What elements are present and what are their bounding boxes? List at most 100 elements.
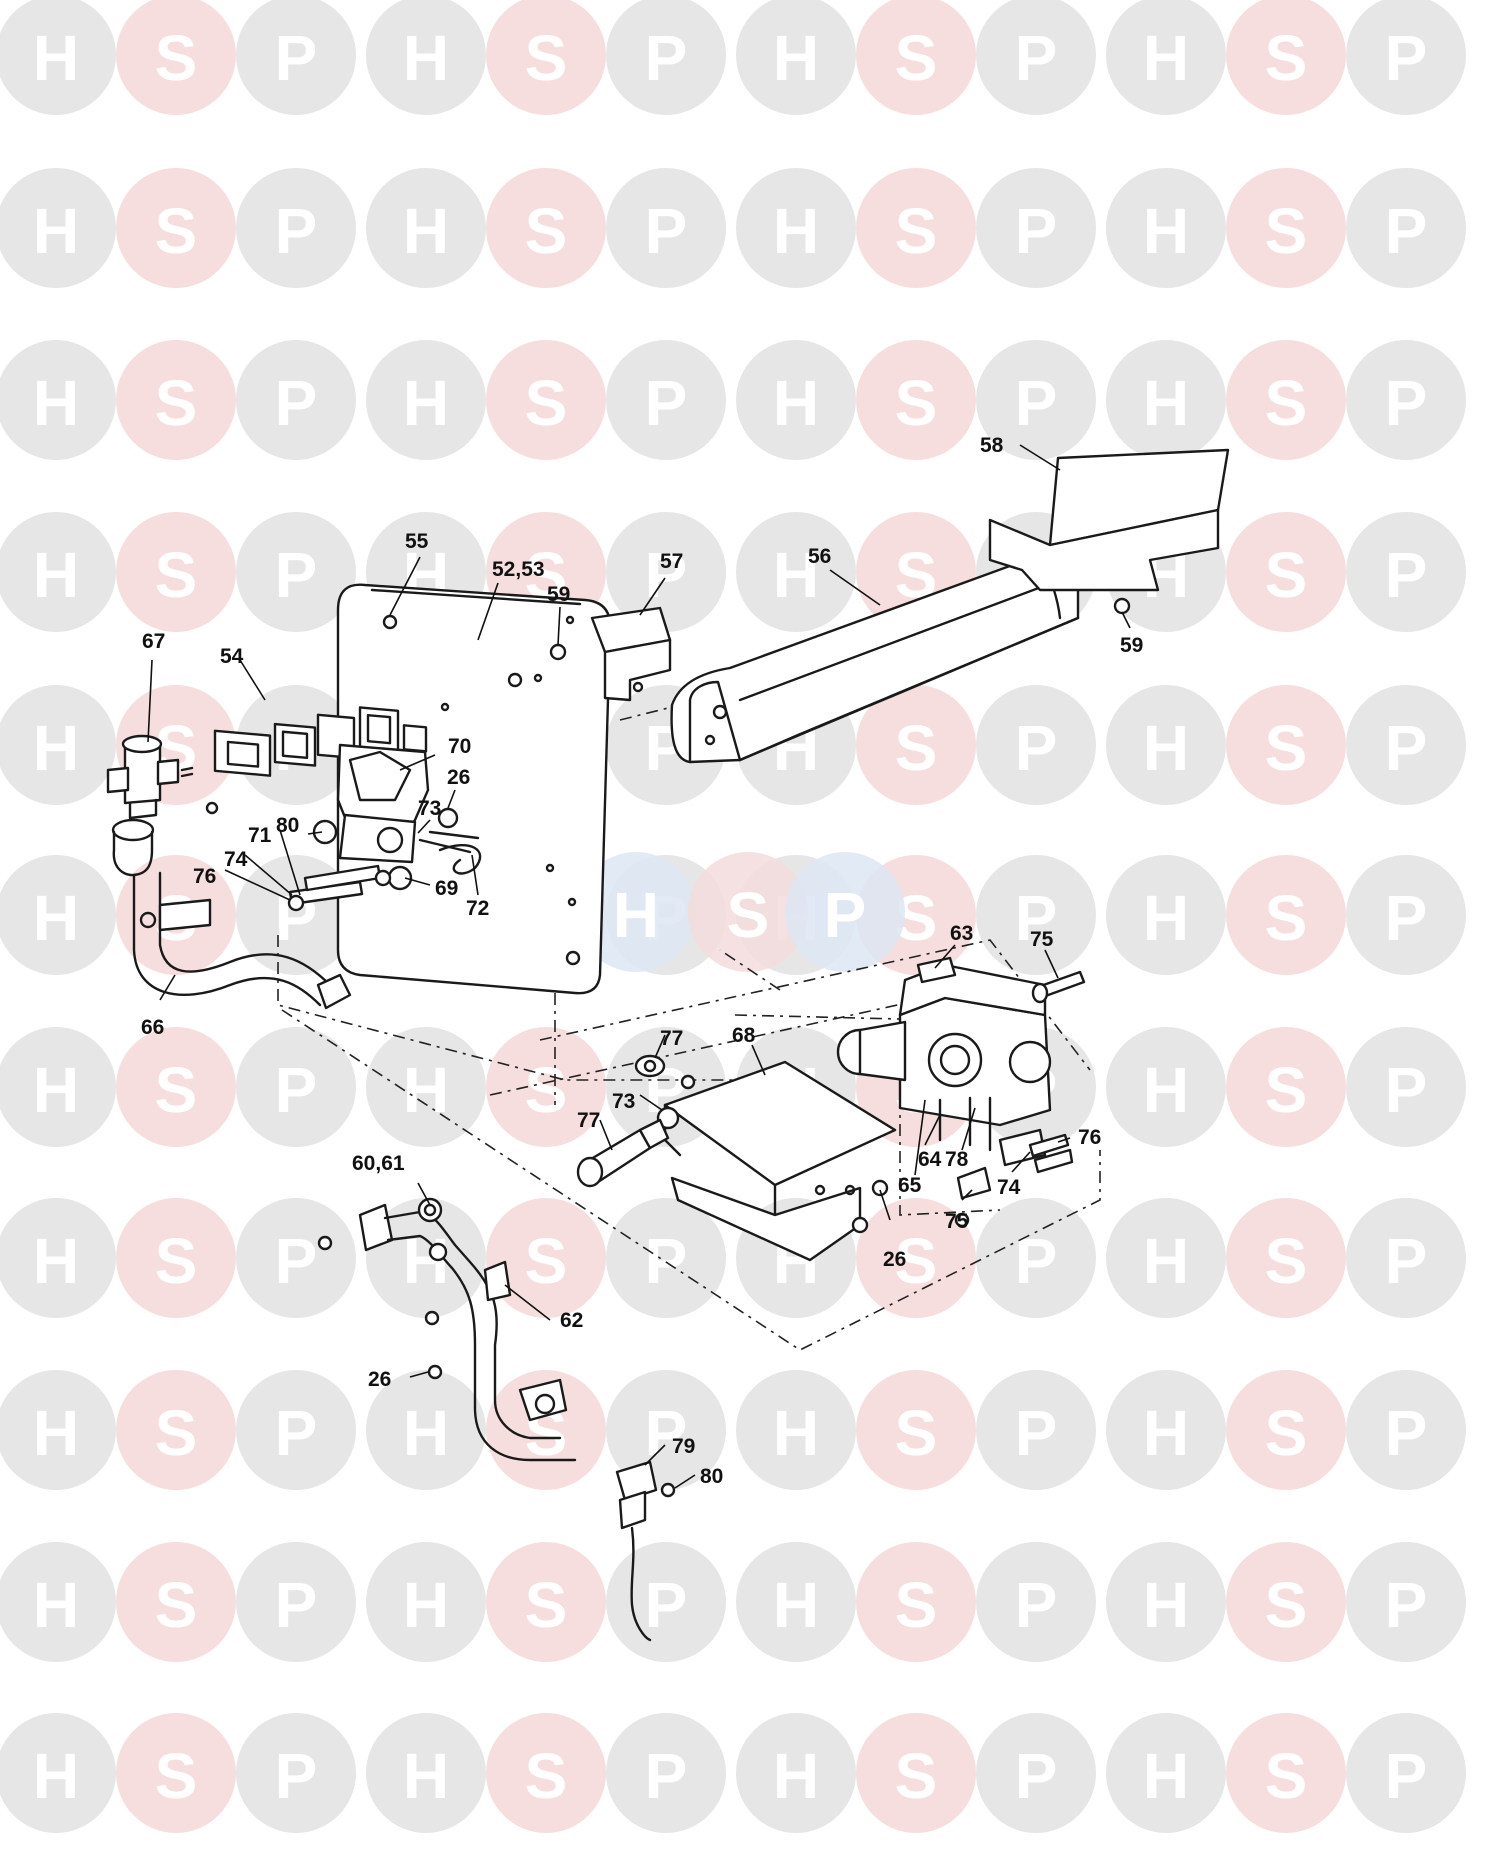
svg-text:S: S bbox=[895, 367, 938, 439]
watermark-logo-s: S bbox=[856, 0, 976, 115]
part-label: 65 bbox=[898, 1174, 922, 1197]
watermark-logo-s: S bbox=[1226, 685, 1346, 805]
watermark-logo-s: S bbox=[856, 340, 976, 460]
svg-text:S: S bbox=[525, 195, 568, 267]
watermark-logo-h: H bbox=[0, 1027, 116, 1147]
watermark-logo-p: P bbox=[236, 1027, 356, 1147]
svg-text:S: S bbox=[1265, 1740, 1308, 1812]
svg-text:S: S bbox=[155, 195, 198, 267]
svg-text:S: S bbox=[155, 1740, 198, 1812]
svg-text:H: H bbox=[403, 367, 449, 439]
part-label: 80 bbox=[276, 814, 299, 837]
svg-text:P: P bbox=[824, 879, 867, 951]
watermark-logo-s: S bbox=[486, 340, 606, 460]
part-label: 72 bbox=[466, 897, 489, 920]
svg-text:P: P bbox=[645, 1569, 688, 1641]
svg-text:P: P bbox=[1385, 367, 1428, 439]
watermark-logo-p: P bbox=[236, 168, 356, 288]
watermark-logo-p: P bbox=[976, 855, 1096, 975]
svg-text:P: P bbox=[1385, 712, 1428, 784]
watermark-logo-h: H bbox=[366, 0, 486, 115]
svg-text:S: S bbox=[1265, 195, 1308, 267]
part-label: 55 bbox=[405, 530, 429, 553]
watermark-center-logo-p: P bbox=[785, 852, 905, 972]
svg-text:P: P bbox=[275, 1740, 318, 1812]
part-label: 68 bbox=[732, 1024, 756, 1047]
valve-fittings bbox=[954, 970, 1086, 1228]
watermark-center-logo-s: S bbox=[688, 852, 808, 972]
watermark-logo-s: S bbox=[856, 1713, 976, 1833]
svg-text:P: P bbox=[1015, 1569, 1058, 1641]
part-label: 57 bbox=[660, 550, 683, 573]
watermark-logo-h: H bbox=[736, 1713, 856, 1833]
watermark-logo-h: H bbox=[1106, 0, 1226, 115]
watermark-logo-s: S bbox=[1226, 1370, 1346, 1490]
watermark-logo-h: H bbox=[0, 685, 116, 805]
svg-text:P: P bbox=[275, 367, 318, 439]
svg-text:H: H bbox=[1143, 1054, 1189, 1126]
svg-text:H: H bbox=[33, 882, 79, 954]
watermark-logo-s: S bbox=[486, 0, 606, 115]
svg-text:S: S bbox=[1265, 539, 1308, 611]
svg-text:S: S bbox=[155, 1054, 198, 1126]
watermark-logo-s: S bbox=[1226, 1198, 1346, 1318]
watermark-logo-p: P bbox=[976, 1713, 1096, 1833]
label-leaders bbox=[147, 444, 1131, 1489]
svg-text:P: P bbox=[1015, 1740, 1058, 1812]
svg-text:H: H bbox=[773, 1397, 819, 1469]
svg-text:P: P bbox=[1385, 539, 1428, 611]
watermark-logo-p: P bbox=[236, 1198, 356, 1318]
svg-text:P: P bbox=[1015, 195, 1058, 267]
gas-supply-pipe bbox=[111, 818, 352, 1010]
watermark-logo-h: H bbox=[1106, 1370, 1226, 1490]
watermark-logo-s: S bbox=[1226, 1542, 1346, 1662]
svg-text:P: P bbox=[1385, 1225, 1428, 1297]
watermark-logo-h: H bbox=[366, 168, 486, 288]
watermark-logo-p: P bbox=[1346, 685, 1466, 805]
svg-text:H: H bbox=[33, 712, 79, 784]
svg-text:S: S bbox=[895, 1569, 938, 1641]
watermark-logo-s: S bbox=[856, 1370, 976, 1490]
burner-bar bbox=[670, 552, 1080, 764]
watermark-logo-h: H bbox=[736, 340, 856, 460]
svg-text:P: P bbox=[1385, 195, 1428, 267]
svg-text:S: S bbox=[895, 22, 938, 94]
watermark-logo-s: S bbox=[1226, 1713, 1346, 1833]
svg-text:P: P bbox=[1385, 22, 1428, 94]
svg-text:H: H bbox=[33, 539, 79, 611]
watermark-logo-s: S bbox=[116, 1027, 236, 1147]
svg-text:P: P bbox=[645, 22, 688, 94]
svg-text:H: H bbox=[773, 1569, 819, 1641]
watermark-logo-p: P bbox=[1346, 1198, 1466, 1318]
watermark-logo-h: H bbox=[0, 855, 116, 975]
watermark-logo-p: P bbox=[606, 512, 726, 632]
gas-valve bbox=[836, 956, 1052, 1152]
svg-text:S: S bbox=[1265, 1569, 1308, 1641]
watermark-logo-p: P bbox=[606, 0, 726, 115]
watermark-logo-p: P bbox=[976, 0, 1096, 115]
svg-text:P: P bbox=[1015, 1225, 1058, 1297]
part-label: 66 bbox=[141, 1016, 164, 1039]
svg-text:H: H bbox=[773, 195, 819, 267]
svg-text:H: H bbox=[33, 1740, 79, 1812]
svg-text:P: P bbox=[1385, 1397, 1428, 1469]
svg-text:P: P bbox=[1015, 1397, 1058, 1469]
svg-text:H: H bbox=[33, 1569, 79, 1641]
svg-text:H: H bbox=[403, 195, 449, 267]
svg-text:P: P bbox=[275, 1569, 318, 1641]
watermark-logo-s: S bbox=[116, 1370, 236, 1490]
svg-text:S: S bbox=[525, 1054, 568, 1126]
svg-text:P: P bbox=[275, 1397, 318, 1469]
watermark-logo-h: H bbox=[736, 512, 856, 632]
svg-text:H: H bbox=[1143, 195, 1189, 267]
part-label: 75 bbox=[945, 1210, 969, 1233]
watermark-logo-s: S bbox=[856, 685, 976, 805]
svg-text:P: P bbox=[1015, 22, 1058, 94]
watermark-logo-p: P bbox=[976, 168, 1096, 288]
svg-text:P: P bbox=[1015, 882, 1058, 954]
watermark-logo-h: H bbox=[0, 1370, 116, 1490]
svg-text:H: H bbox=[773, 367, 819, 439]
watermark-logo-s: S bbox=[1226, 512, 1346, 632]
svg-text:S: S bbox=[895, 712, 938, 784]
